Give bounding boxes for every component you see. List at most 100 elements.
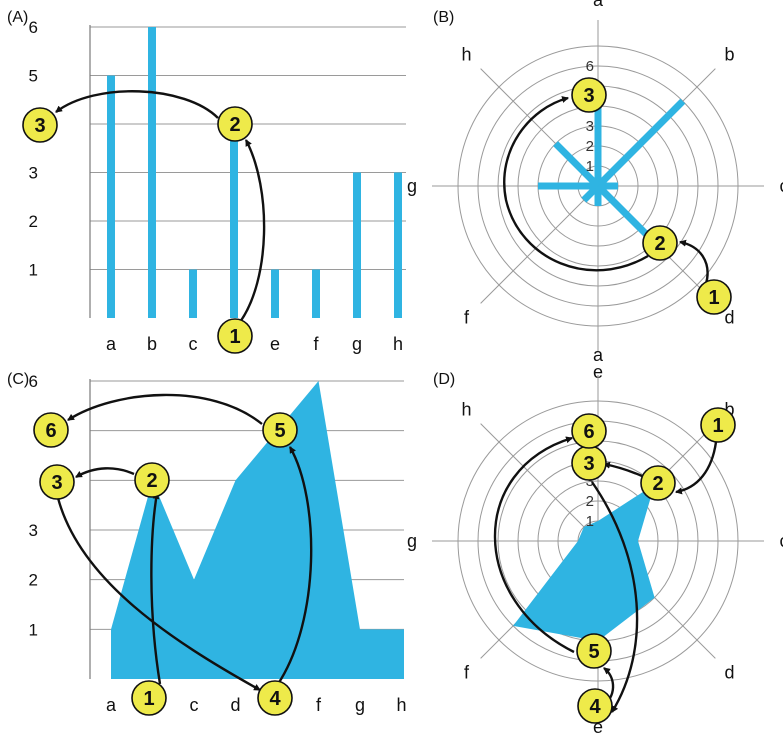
c-badge-2: 2 — [134, 462, 170, 498]
panel-b-annotations: 1 2 3 — [503, 77, 732, 315]
b-badge-2-circle — [642, 225, 678, 261]
a-bar-f — [312, 269, 320, 318]
a-x-label-c: c — [189, 334, 198, 354]
b-axis-label-e: e — [593, 362, 603, 382]
a-bar-e — [271, 269, 279, 318]
a-badge-3-label: 3 — [34, 115, 45, 137]
b-r-tick-3: 3 — [586, 118, 594, 135]
c-badge-5-label: 5 — [274, 420, 285, 442]
c-badge-3: 3 — [39, 464, 75, 500]
a-badge-1-label: 1 — [229, 326, 240, 348]
d-badge-6-label: 6 — [583, 421, 594, 443]
d-axis-label-c: c — [780, 531, 783, 551]
d-badge-6-circle — [571, 413, 607, 449]
a-bar-a — [107, 75, 115, 318]
c-x-label-h: h — [396, 695, 406, 715]
d-arrow-3-4 — [591, 481, 639, 713]
b-r-tick-1: 1 — [586, 158, 594, 175]
panel-b-polar-grid — [432, 20, 764, 352]
b-badge-1-circle — [696, 279, 732, 315]
d-badge-1: 1 — [700, 407, 736, 443]
panel-a-label: (A) — [7, 9, 28, 26]
d-badge-2-circle — [640, 465, 676, 501]
b-badge-3: 3 — [571, 77, 607, 113]
panel-b-radial-bars — [538, 86, 686, 246]
b-axis-label-a: a — [593, 0, 604, 10]
c-x-label-d: d — [230, 695, 240, 715]
d-badge-3-label: 3 — [583, 453, 594, 475]
panel-b-label: (B) — [433, 9, 454, 26]
a-x-label-a: a — [106, 334, 117, 354]
d-arrow-2-3 — [602, 461, 643, 478]
b-axis-label-g: g — [407, 176, 417, 196]
d-axis-label-d: d — [725, 663, 735, 683]
panel-b-axis-labels: abcdefgh — [407, 0, 783, 382]
b-badge-1: 1 — [696, 279, 732, 315]
d-badge-2: 2 — [640, 465, 676, 501]
c-arrow-1-2 — [150, 491, 162, 685]
c-x-label-c: c — [190, 695, 199, 715]
a-y-tick-5: 5 — [29, 67, 38, 86]
d-r-tick-3: 3 — [586, 473, 594, 490]
c-x-label-g: g — [355, 695, 365, 715]
a-y-tick-2: 2 — [29, 212, 38, 231]
a-x-label-e: e — [270, 334, 280, 354]
d-badge-4-circle — [577, 688, 613, 724]
c-area-shape — [111, 381, 404, 679]
a-badge-3: 3 — [22, 107, 58, 143]
c-y-tick-3: 3 — [29, 521, 38, 540]
c-badge-4-label: 4 — [269, 688, 281, 710]
d-axis-label-e: e — [593, 717, 603, 737]
a-badge-1-circle — [217, 318, 253, 354]
d-badge-1-circle — [700, 407, 736, 443]
a-badge-1: 1 — [217, 318, 253, 354]
a-badge-3-circle — [22, 107, 58, 143]
c-badge-3-circle — [39, 464, 75, 500]
panel-a-annotations: 1 2 3 — [22, 90, 266, 354]
c-arrow-4-5 — [276, 446, 313, 685]
a-bar-h — [394, 172, 402, 318]
b-badge-2: 2 — [642, 225, 678, 261]
b-arrow-2-3 — [503, 96, 649, 272]
b-badge-1-label: 1 — [708, 287, 719, 309]
c-badge-1-label: 1 — [143, 688, 154, 710]
c-badge-1: 1 — [131, 680, 167, 716]
panel-c-label: (C) — [7, 371, 29, 388]
b-badge-3-label: 3 — [583, 85, 594, 107]
panel-c-area — [111, 381, 404, 679]
c-badge-6-circle — [33, 412, 69, 448]
d-badge-5-label: 5 — [588, 641, 599, 663]
b-arrow-1-2 — [678, 239, 709, 285]
c-arrow-3-4 — [56, 497, 261, 692]
b-radial-bar-d — [595, 183, 658, 246]
c-badge-1-circle — [131, 680, 167, 716]
b-axis-label-h: h — [461, 44, 471, 64]
d-badge-5: 5 — [576, 633, 612, 669]
b-spoke-f — [480, 185, 599, 304]
d-axis-label-a: a — [593, 345, 604, 365]
c-y-tick-2: 2 — [29, 571, 38, 590]
a-arrow-2-3 — [55, 90, 219, 119]
d-r-tick-1: 1 — [586, 513, 594, 530]
d-badge-1-label: 1 — [712, 415, 723, 437]
d-r-tick-2: 2 — [586, 493, 594, 510]
panel-a-gridlines — [89, 25, 406, 318]
a-bar-g — [353, 172, 361, 318]
a-x-label-f: f — [313, 334, 319, 354]
b-badge-2-label: 2 — [654, 233, 665, 255]
c-badge-2-circle — [134, 462, 170, 498]
a-badge-2-label: 2 — [229, 114, 240, 136]
d-axis-label-g: g — [407, 531, 417, 551]
d-arrow-5-6 — [493, 436, 575, 654]
d-axis-label-h: h — [461, 399, 471, 419]
c-badge-4-circle — [257, 680, 293, 716]
c-badge-5: 5 — [262, 412, 298, 448]
d-axis-label-b: b — [725, 399, 735, 419]
